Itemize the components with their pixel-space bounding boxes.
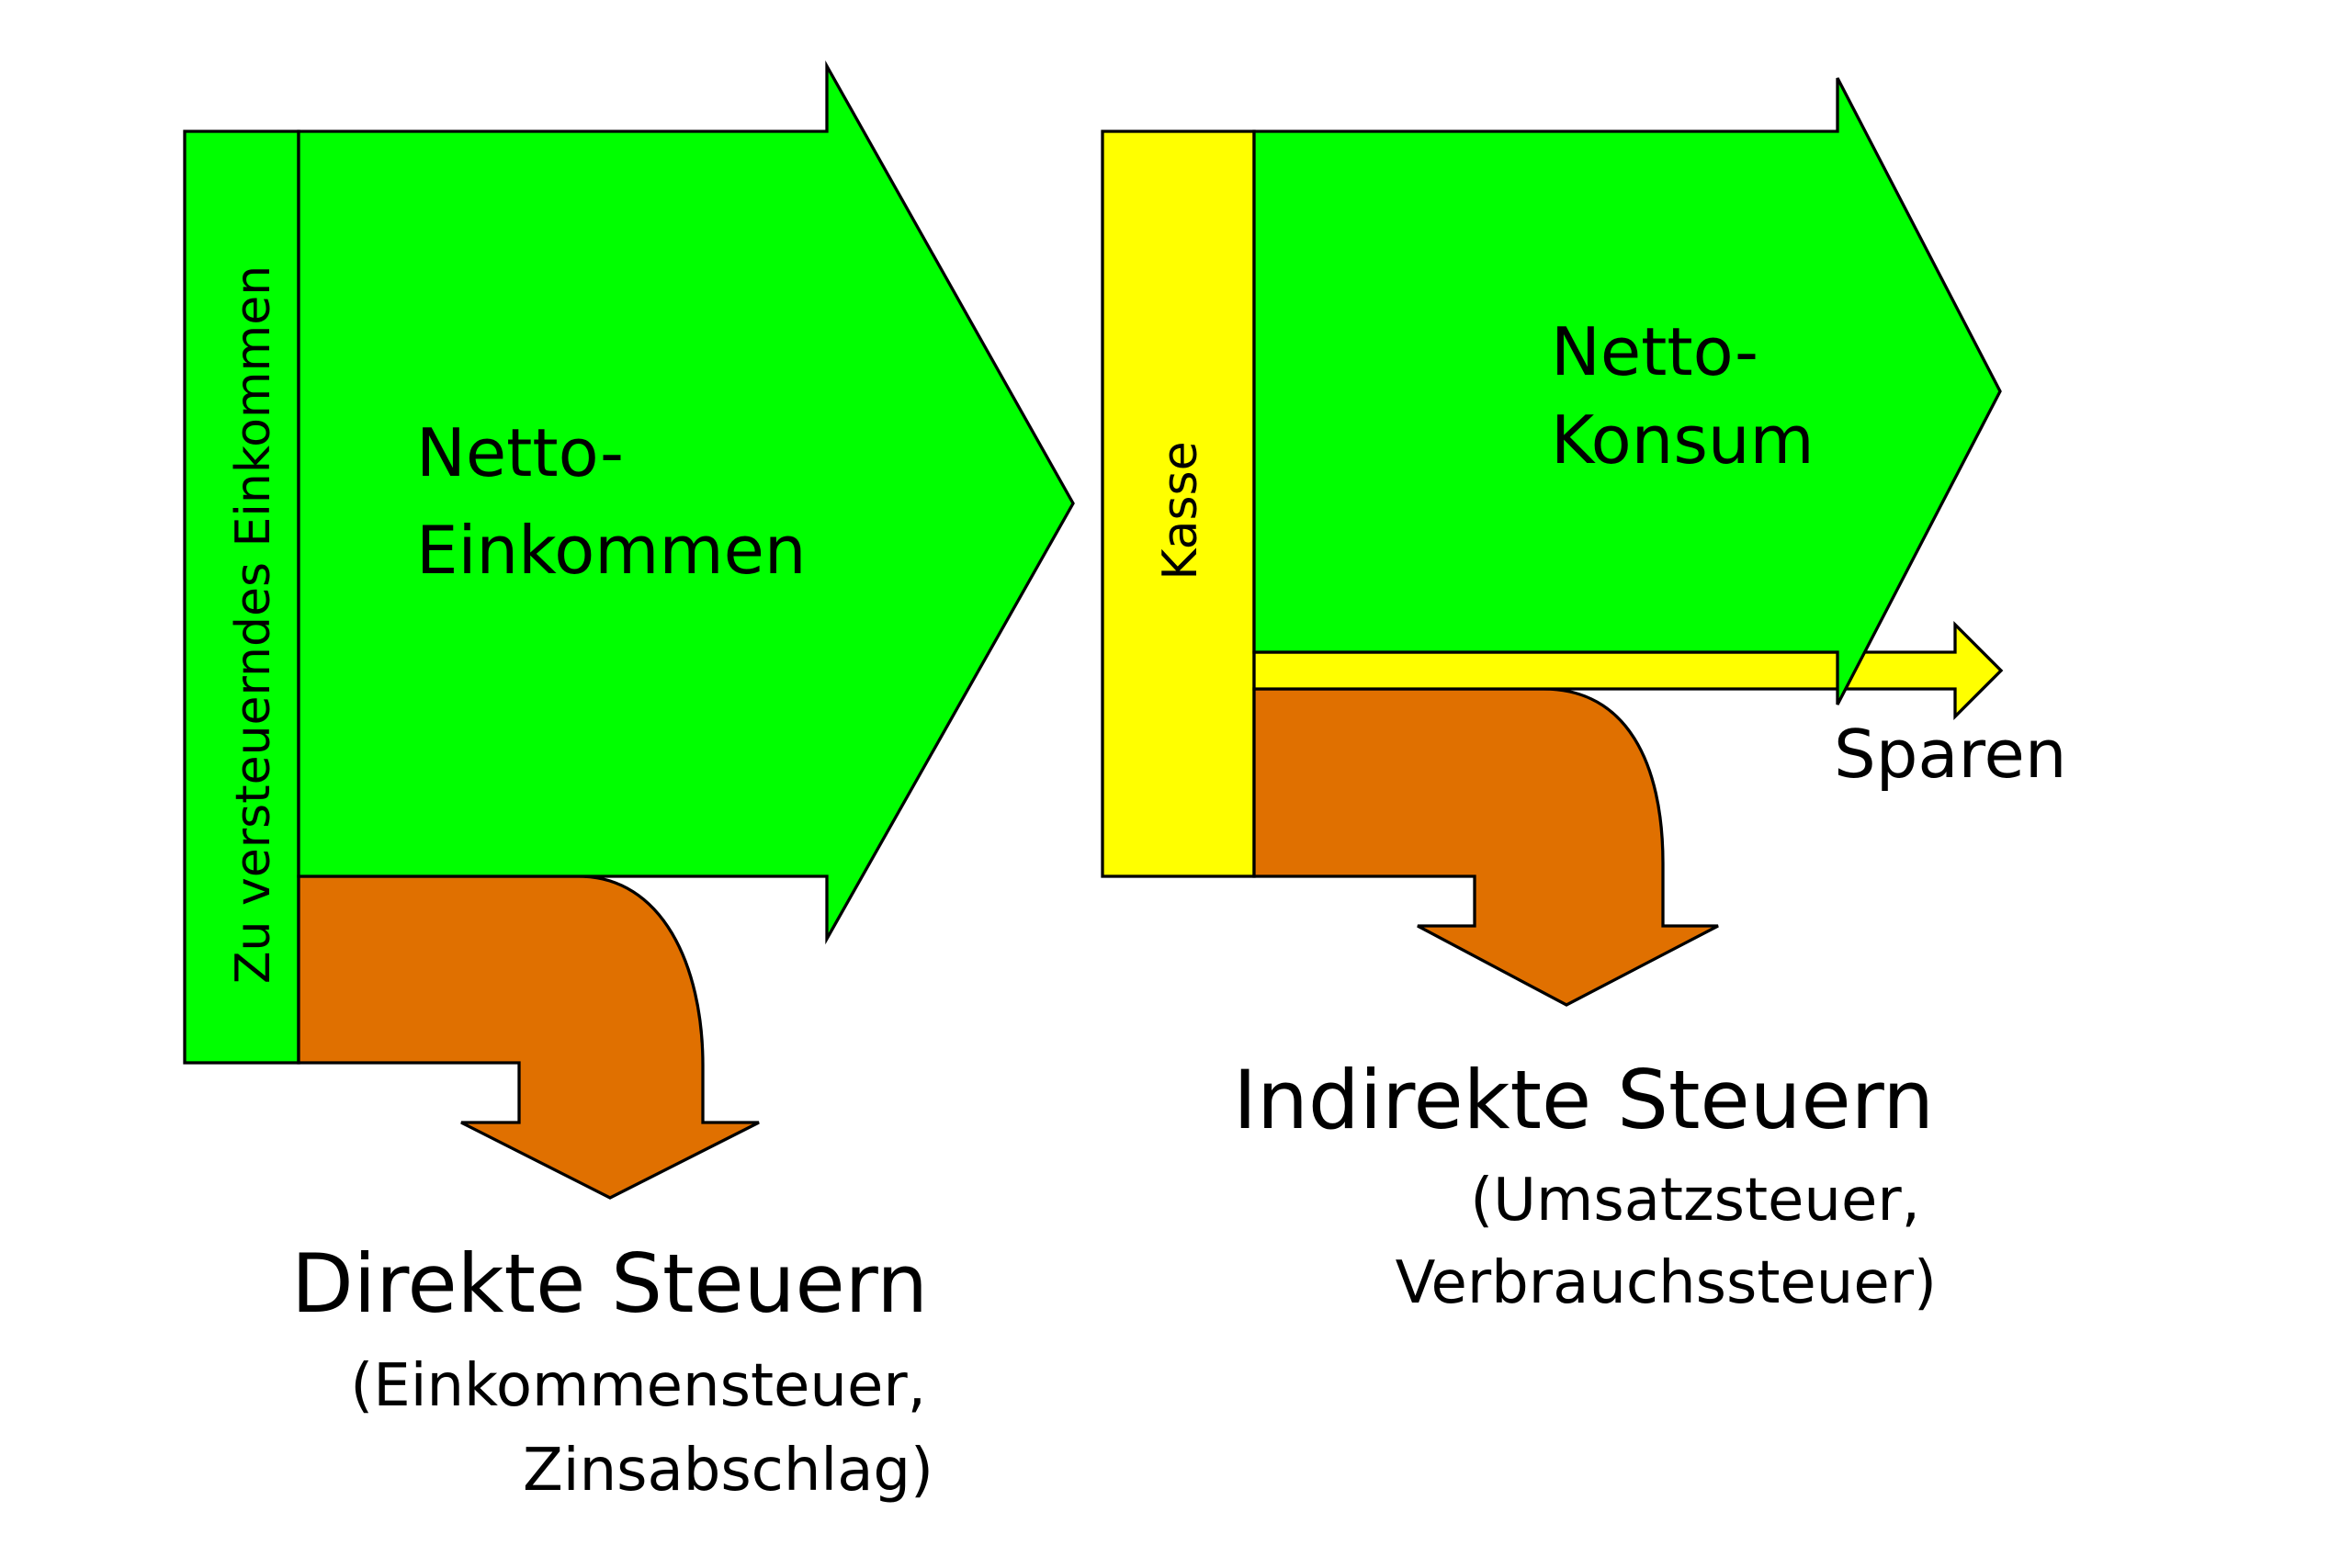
net-income-arrow (297, 60, 1075, 945)
net-consumption-arrow (1252, 77, 2002, 705)
direct-taxes-detail-line2: Zinsabschlag) (523, 1437, 933, 1505)
net-consumption-label-line1: Netto- (1551, 313, 1758, 390)
indirect-taxes-arrow (1252, 687, 1719, 1007)
net-income-label-line1: Netto- (416, 414, 624, 491)
savings-arrow (1252, 621, 2004, 720)
net-consumption-label-line2: Konsum (1551, 401, 1815, 479)
left-flow: Zu versteuerndes Einkommen Netto- Einkom… (183, 60, 1075, 1505)
cash-bar (1101, 130, 1256, 878)
taxable-income-label: Zu versteuerndes Einkommen (226, 265, 281, 984)
indirect-taxes-title: Indirekte Steuern (1233, 1053, 1934, 1147)
direct-taxes-arrow (297, 874, 760, 1200)
right-flow: Kasse Netto- Konsum Sparen Indirekte Ste… (1101, 77, 2066, 1317)
direct-taxes-detail-line1: (Einkommensteuer, (350, 1352, 926, 1420)
direct-taxes-title: Direkte Steuern (291, 1236, 928, 1331)
indirect-taxes-detail-line2: Verbrauchssteuer) (1396, 1249, 1937, 1317)
indirect-taxes-detail-line1: (Umsatzsteuer, (1470, 1167, 1920, 1235)
cash-label: Kasse (1153, 441, 1208, 580)
net-income-label-line2: Einkommen (416, 512, 807, 589)
taxable-income-bar (183, 130, 300, 1065)
savings-label: Sparen (1834, 716, 2066, 793)
